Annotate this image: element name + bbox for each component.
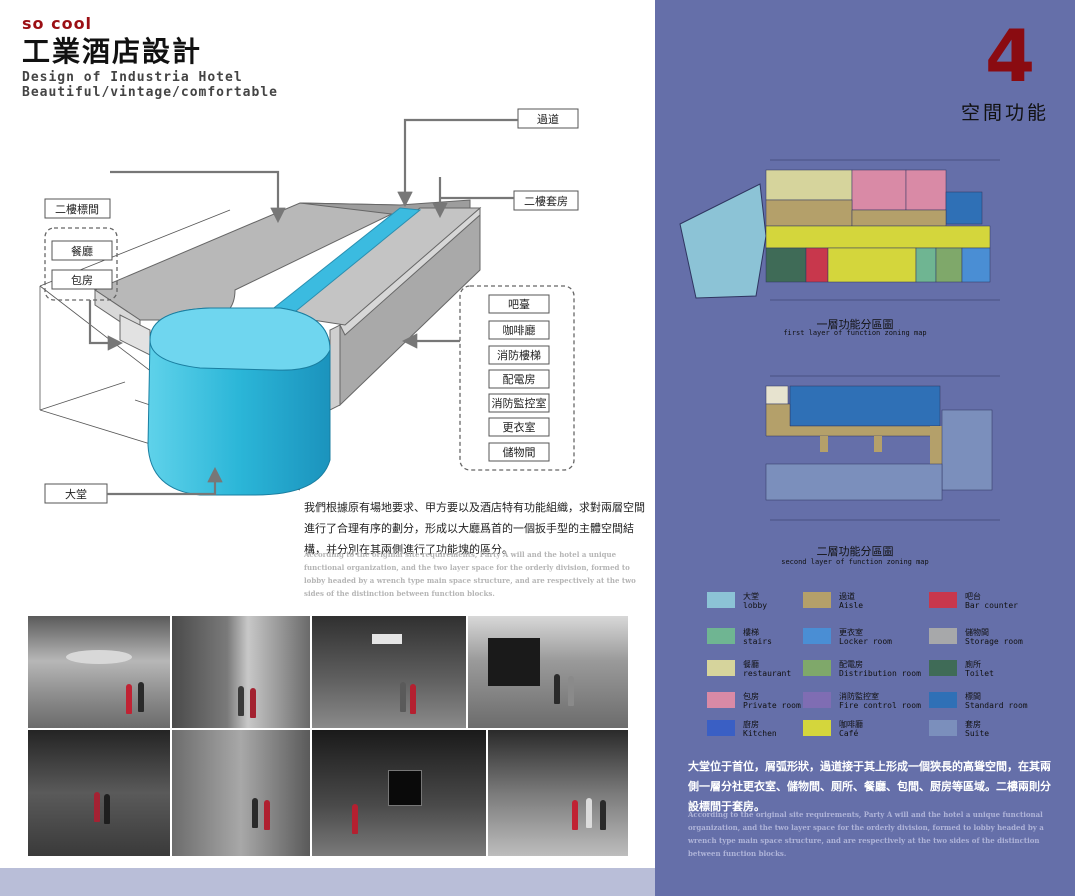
label-bar: 吧臺	[508, 297, 530, 311]
swatch-fire-control-room	[803, 692, 831, 708]
label-lobby: 大堂	[65, 487, 87, 501]
description-en: According to the original site requireme…	[304, 550, 636, 598]
swatch-bar-counter	[929, 592, 957, 608]
swatch-private-room	[707, 692, 735, 708]
label-suite-2f: 二樓套房	[524, 194, 568, 208]
label-restaurant: 餐廳	[71, 244, 93, 258]
swatch-lobby	[707, 592, 735, 608]
description-cn: 我們根據原有場地要求、甲方要以及酒店特有功能組織，求對兩層空間進行了合理有序的劃…	[304, 501, 645, 556]
footer-bar	[0, 868, 655, 896]
right-group-frame	[459, 285, 575, 471]
second-plan-caption-en: second layer of function zoning map	[781, 558, 929, 566]
rendering-brick-walkway	[172, 730, 310, 856]
swatch-kitchen	[707, 720, 735, 736]
label-corridor: 過道	[537, 112, 559, 126]
section-title: 空間功能	[961, 102, 1050, 124]
brand-tagline: so cool	[22, 14, 93, 33]
page-title: 工業酒店設計	[22, 35, 203, 68]
swatch-restaurant	[707, 660, 735, 676]
rendering-feature-wall	[468, 616, 628, 728]
first-floor-plan	[679, 159, 1000, 301]
english-title-line-2: Beautiful/vintage/comfortable	[22, 85, 278, 100]
rendering-reception	[312, 730, 486, 856]
english-title: Design of Industria Hotel Beautiful/vint…	[22, 70, 278, 100]
second-floor-plan	[765, 375, 1000, 521]
right-description-cn: 大堂位于首位，屑弧形狀，過道接于其上形成一個狹長的高聳空間，在其兩側一層分社更衣…	[688, 760, 1051, 813]
swatch-locker-room	[803, 628, 831, 644]
first-plan-caption-cn: 一層功能分區圖	[816, 318, 894, 331]
label-fire-stairs: 消防樓梯	[497, 348, 541, 362]
isometric-space-diagram: 過道 二樓標間 二樓套房 餐廳 包房 大堂 吧臺 咖啡廳 消防樓梯 配電房 消防…	[39, 108, 579, 504]
swatch-storage-room	[929, 628, 957, 644]
rendering-gallery	[28, 616, 628, 856]
left-group-frame	[44, 227, 118, 301]
label-cafe: 咖啡廳	[503, 323, 536, 337]
swatch-aisle	[803, 592, 831, 608]
label-standard-room-2f: 二樓標間	[55, 202, 99, 216]
rendering-gallery-hall	[488, 730, 628, 856]
label-private-room: 包房	[71, 274, 93, 287]
rendering-lobby-chandelier	[28, 616, 170, 728]
label-fire-control-room: 消防監控室	[492, 396, 547, 410]
swatch-toilet	[929, 660, 957, 676]
lobby-corridor-volume	[147, 207, 422, 496]
right-panel: 4 空間功能 一層功能分區圖 first layer of function z…	[655, 0, 1075, 896]
english-title-line-1: Design of Industria Hotel	[22, 70, 243, 85]
swatch-standard-room	[929, 692, 957, 708]
label-locker-room: 更衣室	[503, 420, 536, 434]
label-storage-room: 儲物間	[503, 445, 536, 459]
swatch-suite	[929, 720, 957, 736]
leader-arrows	[88, 118, 518, 496]
second-plan-caption-cn: 二層功能分區圖	[816, 545, 894, 558]
label-distribution-room: 配電房	[503, 373, 536, 386]
right-description-en: According to the original site requireme…	[688, 810, 1044, 858]
rendering-dark-hall	[312, 616, 466, 728]
first-plan-caption-en: first layer of function zoning map	[783, 329, 927, 337]
rendering-arched-corridor	[28, 730, 170, 856]
swatch-cafe	[803, 720, 831, 736]
section-number: 4	[985, 14, 1036, 98]
swatch-distribution-room	[803, 660, 831, 676]
swatch-stairs	[707, 628, 735, 644]
rendering-corridor-stone	[172, 616, 310, 728]
